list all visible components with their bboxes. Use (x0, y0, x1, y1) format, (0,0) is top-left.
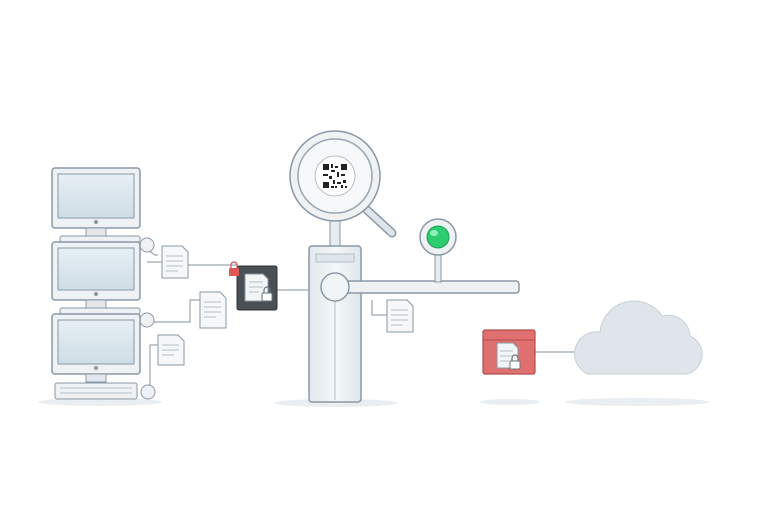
security-gate (308, 199, 520, 403)
connector-arm-to-doc (371, 300, 388, 316)
file-doc-2 (199, 291, 227, 329)
barrier-arm (337, 280, 520, 294)
locked-package (482, 329, 536, 375)
mouse-icon (139, 312, 155, 328)
ground-shadows (38, 398, 709, 407)
file-doc-1 (161, 245, 189, 279)
file-doc-3 (157, 334, 185, 366)
mouse-icon (139, 237, 155, 253)
barrier-pivot (320, 272, 350, 302)
connector-mid-computer (140, 299, 205, 323)
lock-icon (509, 354, 521, 370)
workstation-top (51, 167, 155, 253)
red-lock-icon (229, 261, 239, 276)
qr-code-icon (323, 164, 347, 188)
locked-file-dark (229, 261, 278, 311)
scanner-magnifier (289, 130, 397, 238)
cloud-icon (574, 300, 703, 375)
passed-document (386, 299, 414, 333)
workstation-middle (51, 241, 155, 328)
workstation-bottom (51, 313, 156, 400)
lock-icon (261, 286, 273, 302)
mouse-icon (140, 384, 156, 400)
keyboard-icon (54, 382, 138, 400)
